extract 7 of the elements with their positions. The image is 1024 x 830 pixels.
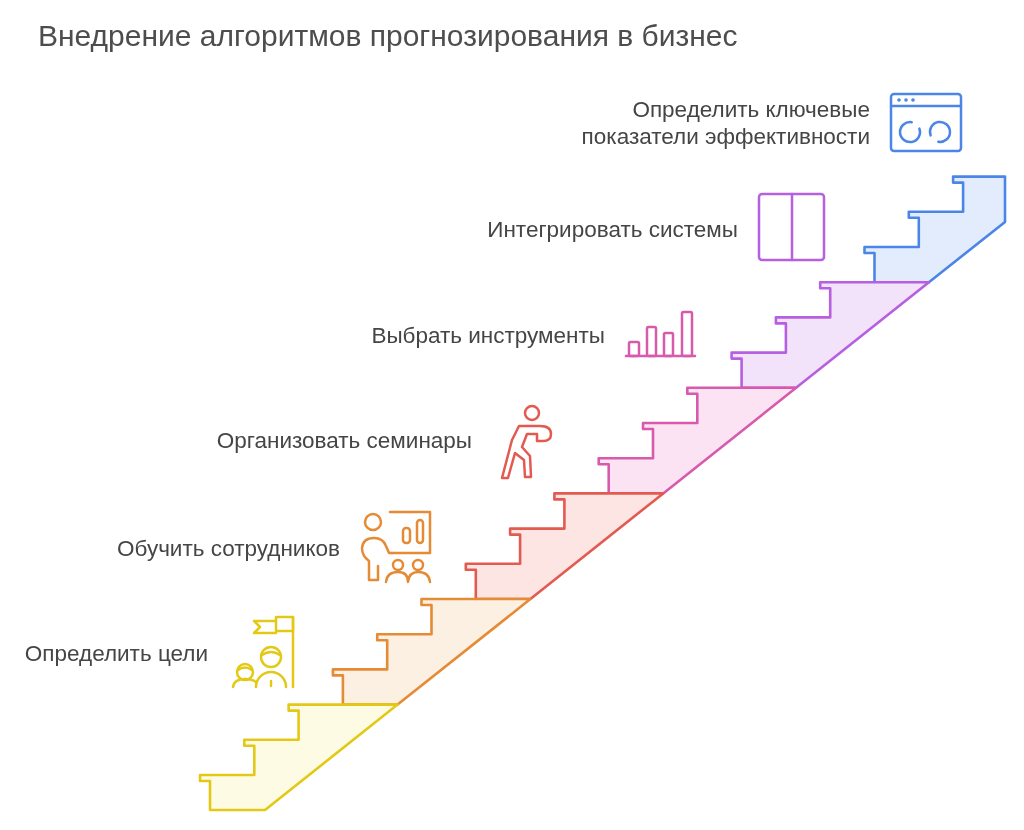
step-label: Определить ключевые показатели эффективности [580,96,870,150]
step-label: Определить цели [24,639,208,667]
step-label: Выбрать инструменты [371,321,605,349]
step-label: Интегрировать системы [487,215,738,243]
step-label: Организовать семинары [216,426,472,454]
title: Внедрение алгоритмов прогнозирования в бизнес [38,18,738,54]
step-label: Обучить сотрудников [117,534,340,562]
